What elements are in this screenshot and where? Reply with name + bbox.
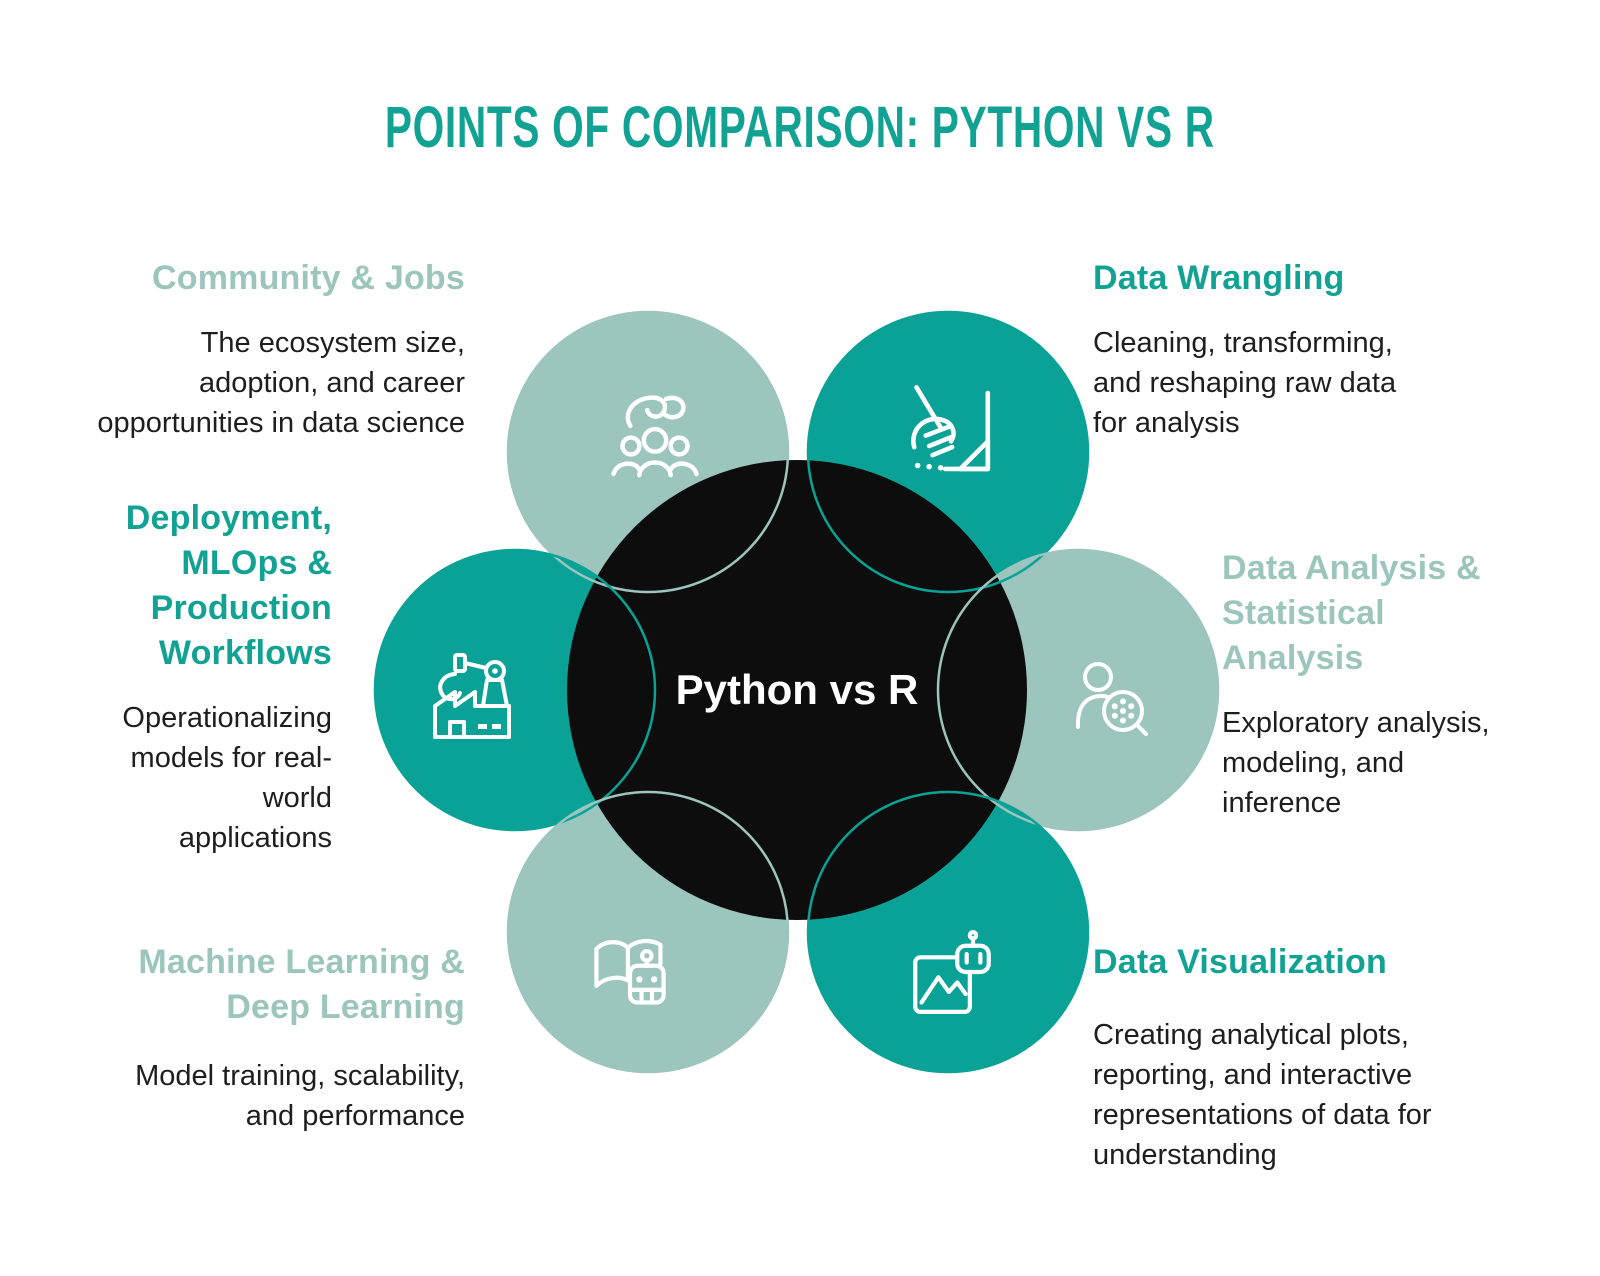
community-people-icon (611, 395, 699, 478)
broom-sweep-icon (911, 384, 991, 472)
data-visualization-circle-outline (806, 790, 1090, 1074)
section-heading: Data Wrangling (1093, 259, 1345, 297)
person-magnifier-icon (1075, 662, 1148, 736)
section-machine-learning: Machine Learning & Deep Learning Model t… (40, 940, 465, 1136)
factory-robot-arm-icon (433, 653, 511, 739)
section-body: Operationalizing models for real- world … (122, 701, 332, 854)
section-heading: Data Analysis & Statistical Analysis (1222, 549, 1481, 677)
machine-learning-circle-outline (506, 790, 790, 1074)
section-data-visualization: Data Visualization Creating analytical p… (1093, 940, 1538, 1175)
section-heading: Community & Jobs (151, 259, 465, 297)
image-robot-icon (913, 930, 991, 1015)
section-body: The ecosystem size, adoption, and career… (97, 326, 465, 439)
section-body: Exploratory analysis, modeling, and infe… (1222, 706, 1490, 819)
section-body: Cleaning, transforming, and reshaping ra… (1093, 326, 1397, 439)
community-circle-outline (506, 310, 790, 594)
data-analysis-circle-outline (936, 548, 1220, 832)
section-heading: Machine Learning & Deep Learning (138, 943, 465, 1026)
page-title: POINTS OF COMPARISON: PYTHON VS R (385, 95, 1215, 160)
section-body: Model training, scalability, and perform… (135, 1059, 465, 1132)
section-heading: Deployment, MLOps & Production Workflows (125, 499, 332, 672)
section-deployment-mlops: Deployment, MLOps & Production Workflows… (40, 496, 332, 858)
center-circle (567, 460, 1027, 920)
data-wrangling-circle-outline (806, 310, 1090, 594)
section-heading: Data Visualization (1093, 943, 1387, 981)
book-robot-icon (594, 938, 666, 1005)
section-data-analysis: Data Analysis & Statistical Analysis Exp… (1222, 546, 1567, 823)
title-wrap: POINTS OF COMPARISON: PYTHON VS R (0, 94, 1600, 161)
section-community-jobs: Community & Jobs The ecosystem size, ado… (40, 256, 465, 443)
section-data-wrangling: Data Wrangling Cleaning, transforming, a… (1093, 256, 1533, 443)
center-label: Python vs R (676, 666, 919, 713)
deployment-circle-outline (373, 548, 657, 832)
section-body: Creating analytical plots, reporting, an… (1093, 1018, 1432, 1171)
